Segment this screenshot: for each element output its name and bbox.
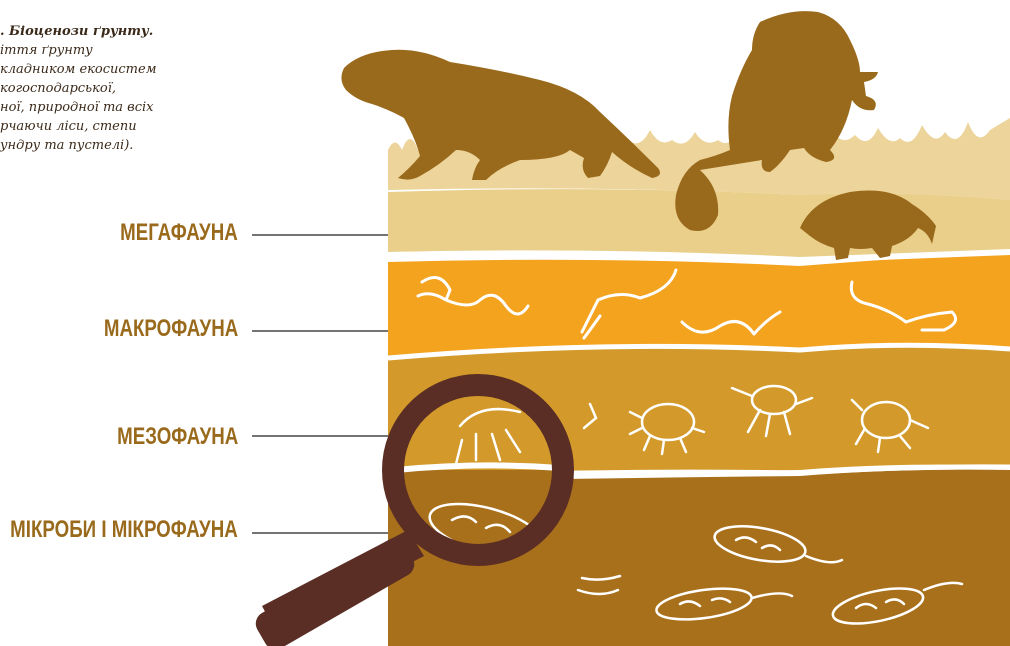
macrofauna-layer xyxy=(388,252,1010,358)
